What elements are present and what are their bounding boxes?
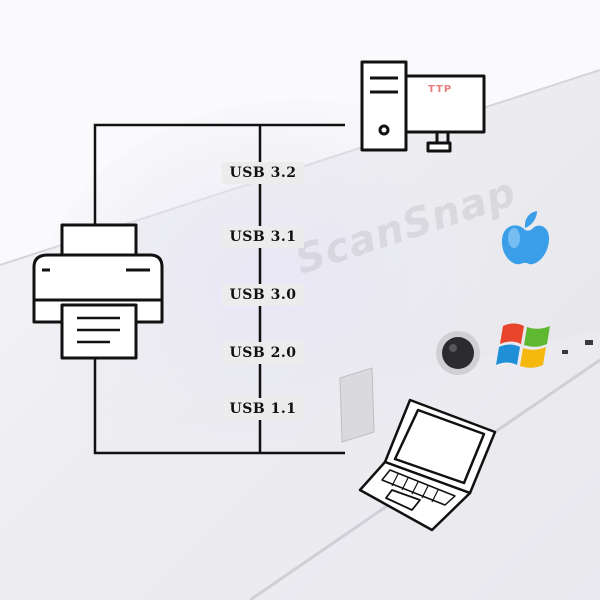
printer-icon <box>32 223 164 360</box>
usb-label-1-1: USB 1.1 <box>222 398 304 420</box>
usb-label-3-2: USB 3.2 <box>222 162 304 184</box>
apple-logo-icon <box>501 211 550 265</box>
top-connection-line <box>93 123 345 225</box>
monitor-screen-text: TTP <box>428 84 453 95</box>
bottom-connection-line <box>93 357 345 455</box>
usb-label-3-1: USB 3.1 <box>222 226 304 248</box>
usb-label-2-0: USB 2.0 <box>222 342 304 364</box>
laptop-icon <box>358 398 497 532</box>
desktop-computer-icon <box>360 60 486 153</box>
windows-logo-icon <box>496 323 550 368</box>
usb-label-3-0: USB 3.0 <box>222 284 304 306</box>
